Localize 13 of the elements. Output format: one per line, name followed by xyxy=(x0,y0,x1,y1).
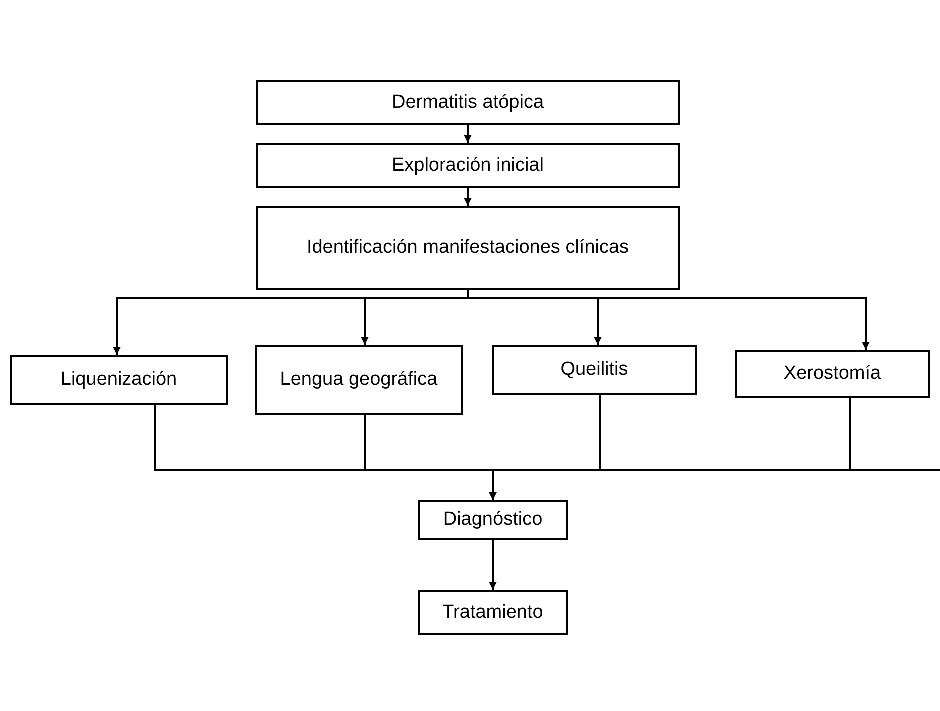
arrow xyxy=(464,188,472,206)
process-box: Exploración inicial xyxy=(256,143,680,188)
arrow xyxy=(489,540,497,590)
process-box: Queilitis xyxy=(492,345,697,395)
process-box: Dermatitis atópica xyxy=(256,80,680,125)
process-box: Tratamiento xyxy=(418,590,568,635)
arrow xyxy=(489,398,851,500)
process-box: Identificación manifestaciones clínicas xyxy=(256,206,680,290)
process-box: Diagnóstico xyxy=(418,500,568,540)
process-box: Xerostomía xyxy=(735,350,930,398)
process-box: Lengua geográfica xyxy=(255,345,463,415)
arrow xyxy=(464,125,472,143)
process-box: Liquenización xyxy=(10,355,228,405)
